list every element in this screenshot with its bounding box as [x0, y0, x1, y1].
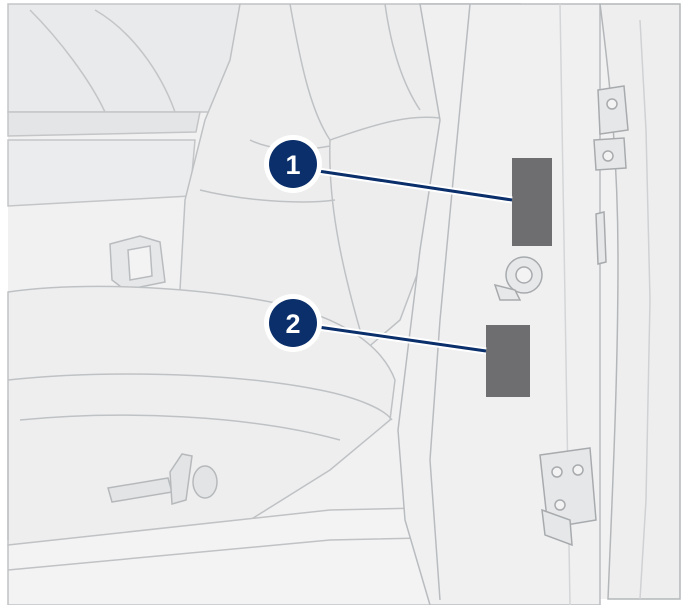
lower-label	[486, 325, 530, 397]
callout-1-number: 1	[285, 150, 300, 180]
callout-2: 2	[264, 294, 322, 352]
seat-rail-bracket	[110, 236, 165, 290]
callout-1: 1	[264, 135, 322, 193]
callout-2-number: 2	[285, 309, 300, 339]
upper-label	[512, 158, 552, 246]
